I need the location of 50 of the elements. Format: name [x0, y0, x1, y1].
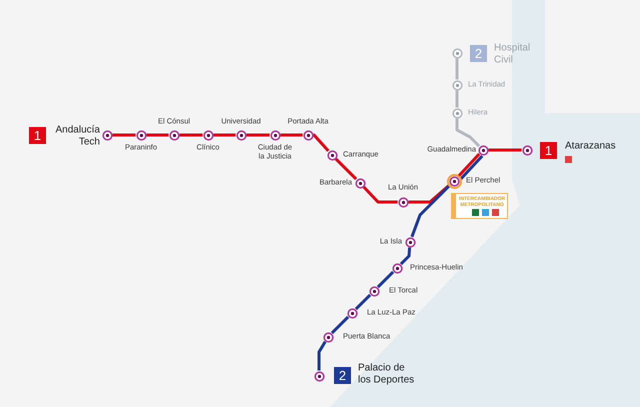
- station-marker: [346, 308, 358, 318]
- station-marker: [326, 150, 338, 160]
- station-name: Atarazanas: [565, 140, 616, 152]
- station-marker: [398, 196, 408, 208]
- station-marker: [392, 262, 402, 274]
- station-marker: [452, 80, 462, 90]
- metro-line: [214, 134, 236, 136]
- station-marker: [236, 130, 246, 140]
- metro-line: [400, 247, 412, 266]
- metro-line: [488, 148, 522, 152]
- line-badge: 1: [29, 127, 46, 144]
- metro-line: [362, 186, 398, 204]
- station-name: Palacio de los Deportes: [358, 362, 416, 386]
- station-marker: [452, 108, 462, 118]
- metro-line: [410, 184, 452, 238]
- station-marker: [404, 236, 416, 248]
- metro-line: [280, 134, 302, 136]
- metro-line: [146, 134, 168, 136]
- metro-line: [334, 158, 358, 180]
- station-name: Andalucía Tech: [54, 124, 100, 148]
- station-marker: [314, 370, 324, 382]
- metro-line: [312, 134, 330, 152]
- station-marker: [322, 332, 334, 342]
- line-badge: 2: [334, 367, 351, 384]
- metro-line: [330, 316, 350, 334]
- metro-line: [456, 90, 458, 108]
- station-marker: [522, 144, 532, 156]
- line-badge: 1: [540, 142, 557, 159]
- metro-line: [456, 118, 480, 148]
- station-name: Hospital Civil: [494, 42, 532, 66]
- interchange-panel: [451, 193, 508, 219]
- station-marker: [168, 130, 180, 140]
- station-marker: [478, 144, 488, 156]
- metro-line: [112, 134, 136, 136]
- station-marker: [302, 130, 314, 140]
- station-marker: [448, 176, 460, 186]
- station-marker: [452, 48, 462, 58]
- station-marker: [202, 130, 214, 140]
- station-marker: [354, 178, 366, 188]
- metro-line: [318, 340, 326, 370]
- station-marker: [136, 130, 146, 140]
- station-marker: [270, 130, 280, 140]
- metro-line: [180, 134, 202, 136]
- line-badge: 2: [470, 45, 487, 62]
- station-marker: [102, 130, 112, 140]
- metro-line: [376, 270, 394, 288]
- station-marker: [368, 286, 380, 296]
- metro-line: [354, 294, 372, 310]
- metro-line: [246, 134, 270, 136]
- metro-line: [456, 58, 458, 80]
